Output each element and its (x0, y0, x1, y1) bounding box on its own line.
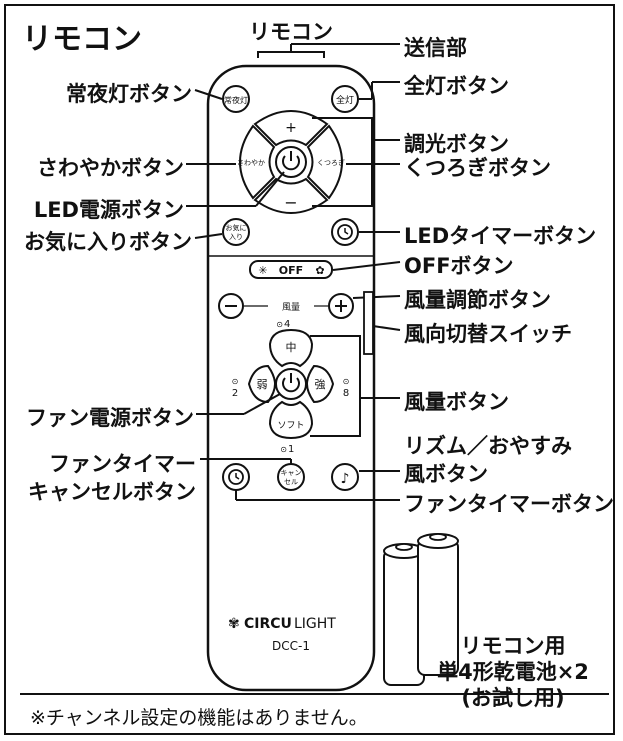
label-rhythm-1: リズム／おやすみ (404, 434, 572, 458)
fan-power-button[interactable] (275, 368, 307, 400)
timer-8-label: 8 (343, 388, 349, 399)
power-icon (282, 155, 300, 171)
footnote: ※チャンネル設定の機能はありません。 (30, 707, 368, 729)
fan-icon: ✿ (315, 264, 324, 277)
batteries (383, 533, 459, 686)
timer-4-label: 4 (284, 319, 290, 330)
fan-mid-text: 中 (286, 341, 297, 354)
light-icon: ✳ (258, 264, 267, 277)
label-fan-timer: ファンタイマーボタン (404, 492, 614, 516)
favorite-button-text-1: お気に (226, 223, 247, 232)
label-fan-timer-cancel-2: キャンセルボタン (28, 480, 196, 504)
label-full-light: 全灯ボタン (404, 74, 509, 98)
rhythm-button[interactable] (331, 463, 359, 491)
fan-soft-text: ソフト (277, 421, 304, 431)
minus-sign: − (284, 193, 297, 212)
timer-8-clock: ⊙ (343, 377, 350, 386)
fan-mid-button[interactable] (268, 328, 314, 368)
timer-2-clock: ⊙ (232, 377, 239, 386)
direction-switch[interactable] (363, 291, 374, 355)
relax-button[interactable] (306, 124, 343, 200)
moon-note-icon: ♪ (341, 471, 350, 487)
fan-strong-text: 強 (315, 378, 326, 391)
fan-strong-button[interactable] (305, 364, 335, 404)
refresh-button-text: さわやか (237, 159, 265, 167)
brand-bold: CIRCU (244, 616, 292, 632)
label-battery-1: リモコン用 (460, 634, 566, 658)
dim-down-button[interactable] (253, 177, 329, 214)
model-number: DCC-1 (272, 639, 310, 653)
label-led-timer: LEDタイマーボタン (404, 224, 597, 248)
dim-up-button[interactable] (253, 110, 329, 147)
relax-button-text: くつろぎ (317, 158, 345, 167)
fan-timer-clock-icon (228, 469, 244, 485)
clock-icon (337, 224, 353, 240)
battery-2 (417, 539, 459, 676)
brand-fan-icon: ✾ (228, 616, 240, 632)
label-fan-power: ファン電源ボタン (26, 406, 194, 430)
label-favorite: お気に入りボタン (24, 230, 192, 254)
label-battery-2: 単4形乾電池×2 (437, 660, 589, 684)
label-relax: くつろぎボタン (404, 156, 551, 180)
fan-soft-button[interactable] (268, 400, 314, 440)
refresh-button[interactable] (239, 124, 276, 200)
fan-power-icon (282, 377, 300, 393)
fan-timer-cancel-button[interactable] (277, 463, 305, 491)
label-dimmer: 調光ボタン (404, 132, 509, 156)
label-direction-switch: 風向切替スイッチ (404, 322, 572, 346)
remote-heading: リモコン (249, 20, 333, 44)
off-button[interactable] (249, 260, 333, 279)
label-refresh: さわやかボタン (37, 156, 184, 180)
label-led-power: LED電源ボタン (33, 198, 184, 222)
full-light-button-text: 全灯 (336, 94, 354, 106)
outer-frame (4, 4, 615, 735)
timer-4-clock: ⊙ (276, 320, 283, 329)
led-power-button[interactable] (275, 146, 307, 178)
timer-1-label: 1 (288, 444, 294, 455)
favorite-button-text-2: 入り (229, 233, 243, 241)
full-light-button[interactable] (331, 85, 359, 113)
fan-weak-text: 弱 (257, 378, 268, 391)
favorite-button[interactable] (222, 218, 250, 246)
light-dpad: + − さわやか くつろぎ (237, 110, 345, 214)
label-rhythm-2: 風ボタン (404, 462, 488, 486)
label-fan-timer-cancel-1: ファンタイマー (49, 452, 196, 476)
cancel-button-text-2: セル (284, 478, 298, 486)
fan-weak-button[interactable] (247, 364, 277, 404)
label-night-light: 常夜灯ボタン (66, 82, 192, 106)
plus-sign: + (285, 120, 297, 136)
label-transmitter: 送信部 (404, 36, 467, 60)
brand-light: LIGHT (294, 616, 336, 632)
off-button-text: OFF (279, 264, 303, 277)
note-divider (20, 693, 609, 735)
night-light-button[interactable] (222, 85, 250, 113)
cancel-button-text-1: キャン (281, 469, 302, 477)
fan-speed-label: 風量 (282, 302, 300, 313)
label-battery-3: (お試し用) (461, 686, 565, 710)
label-fan-speed: 風量ボタン (404, 390, 509, 414)
label-fan-speed-adjust: 風量調節ボタン (404, 288, 551, 312)
fan-dpad: ⊙ 4 中 弱 強 ソフト ⊙ 2 ⊙ 8 ⊙ 1 (232, 319, 350, 455)
label-off: OFFボタン (404, 254, 514, 278)
timer-1-clock: ⊙ (280, 445, 287, 454)
page-title: リモコン (22, 22, 142, 57)
timer-2-label: 2 (232, 388, 238, 399)
night-light-button-text: 常夜灯 (224, 95, 248, 105)
